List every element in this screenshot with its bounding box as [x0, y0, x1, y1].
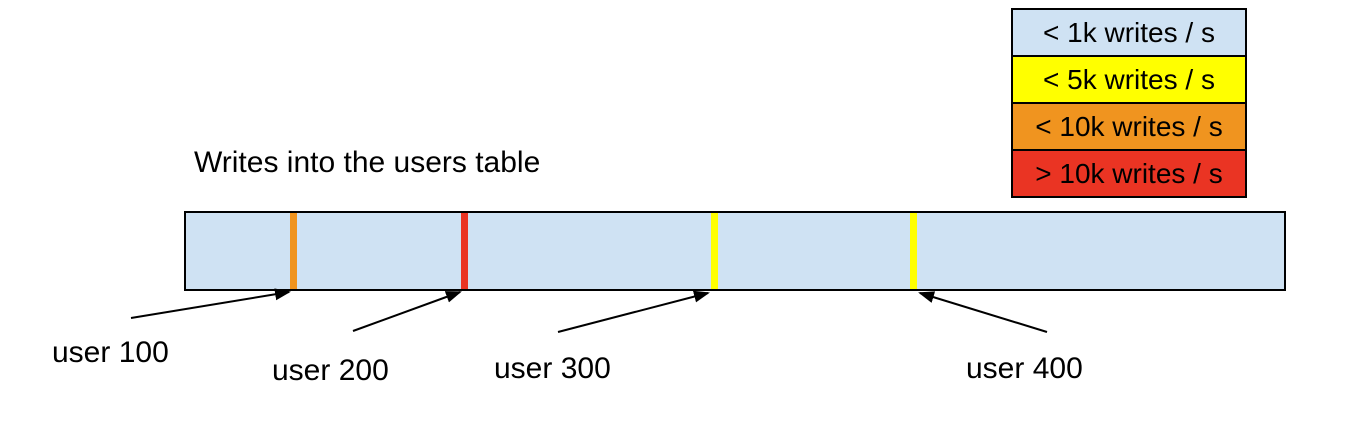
legend-item-label: < 10k writes / s — [1035, 110, 1223, 142]
arrow-user-100 — [130, 288, 291, 319]
label-user-400: user 400 — [966, 352, 1083, 385]
arrow-user-200 — [352, 291, 462, 332]
legend-item-label: < 5k writes / s — [1043, 63, 1215, 95]
stripe-user-400 — [910, 213, 917, 289]
legend-item-label: > 10k writes / s — [1035, 157, 1223, 189]
label-user-300: user 300 — [494, 352, 611, 385]
label-user-200: user 200 — [272, 354, 389, 387]
diagram-title: Writes into the users table — [194, 146, 541, 179]
stripe-user-100 — [290, 213, 297, 289]
legend-item-lt-10k: < 10k writes / s — [1011, 102, 1247, 151]
arrow-user-400 — [918, 291, 1048, 333]
write-rate-legend: < 1k writes / s < 5k writes / s < 10k wr… — [1011, 8, 1247, 198]
stripe-user-300 — [711, 213, 718, 289]
stripe-user-200 — [461, 213, 468, 289]
legend-item-lt-5k: < 5k writes / s — [1011, 55, 1247, 104]
users-table-bar — [184, 211, 1286, 291]
legend-item-gt-10k: > 10k writes / s — [1011, 149, 1247, 198]
legend-item-lt-1k: < 1k writes / s — [1011, 8, 1247, 57]
arrow-user-300 — [557, 290, 710, 333]
label-user-100: user 100 — [52, 336, 169, 369]
legend-item-label: < 1k writes / s — [1043, 16, 1215, 48]
